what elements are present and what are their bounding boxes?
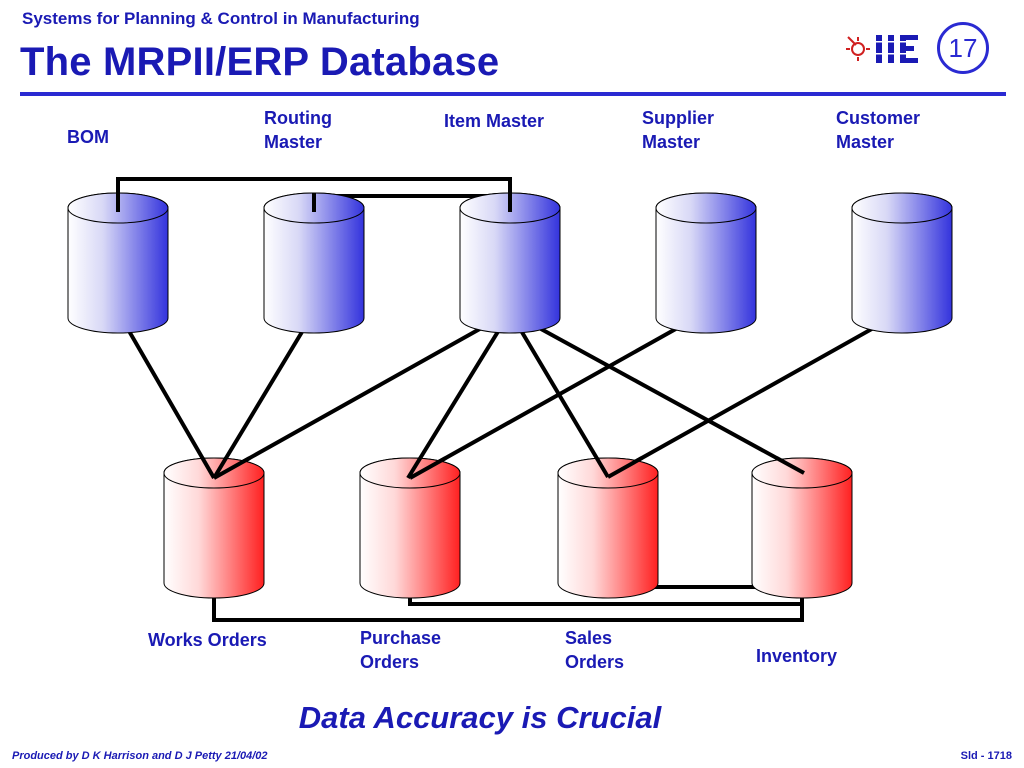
link-end-item-to-purchase [406, 456, 422, 480]
tagline: Data Accuracy is Crucial [298, 700, 662, 735]
label-line: Orders [360, 652, 420, 672]
link-end-item-to-sales [594, 456, 610, 479]
label-line: Purchase [360, 628, 442, 648]
page-title: The MRPII/ERP Database [20, 40, 500, 84]
cylinder-purchase [359, 457, 461, 599]
label-inventory: Inventory [756, 644, 837, 668]
institution-logo [844, 31, 934, 67]
link-supplier-to-purchase [409, 310, 707, 480]
link-item-to-inventory [509, 310, 805, 475]
footer-credits: Produced by D K Harrison and D J Petty 2… [12, 750, 268, 762]
link-end-item-to-inventory [775, 456, 805, 475]
link-customer-to-sales [607, 310, 903, 479]
label-line: Inventory [756, 646, 838, 666]
header-subtitle: Systems for Planning & Control in Manufa… [22, 9, 420, 28]
label-line: Works Orders [148, 630, 267, 650]
link-end-item-to-works [213, 456, 251, 480]
cylinder-supplier [655, 192, 757, 334]
label-line: Routing [264, 108, 332, 128]
label-works: Works Orders [148, 628, 267, 652]
cylinder-item [459, 192, 561, 334]
link-end-customer-to-sales [607, 456, 643, 479]
link-item-to-purchase [406, 310, 512, 480]
label-line: Master [836, 132, 895, 152]
link-item-to-works [213, 310, 511, 480]
cylinder-works [163, 457, 265, 599]
link-routing-to-works [212, 310, 316, 480]
slide-number-badge: 17 [937, 22, 989, 74]
gear-robot-icon [846, 36, 870, 61]
cylinder-customer [851, 192, 953, 334]
label-item: Item Master [444, 109, 544, 133]
label-bom: BOM [67, 125, 109, 149]
label-line: Master [642, 132, 701, 152]
link-end-supplier-to-purchase [409, 456, 447, 480]
database-cylinders [67, 192, 953, 599]
link-end-bom-to-works [200, 456, 216, 480]
cylinder-sales [557, 457, 659, 599]
label-line: Orders [565, 652, 625, 672]
label-line: Supplier [642, 108, 715, 128]
label-line: Customer [836, 108, 921, 128]
cylinder-bom [67, 192, 169, 334]
title-divider [20, 92, 1006, 96]
link-bom-to-works [116, 310, 216, 480]
footer-slide-id: Sld - 1718 [960, 750, 1012, 762]
iie-letterform-icon [874, 35, 918, 63]
label-line: BOM [67, 127, 109, 147]
label-line: Master [264, 132, 323, 152]
label-line: Item Master [444, 111, 545, 131]
cylinder-inventory [751, 457, 853, 599]
cylinder-routing [263, 192, 365, 334]
label-line: Sales [565, 628, 613, 648]
